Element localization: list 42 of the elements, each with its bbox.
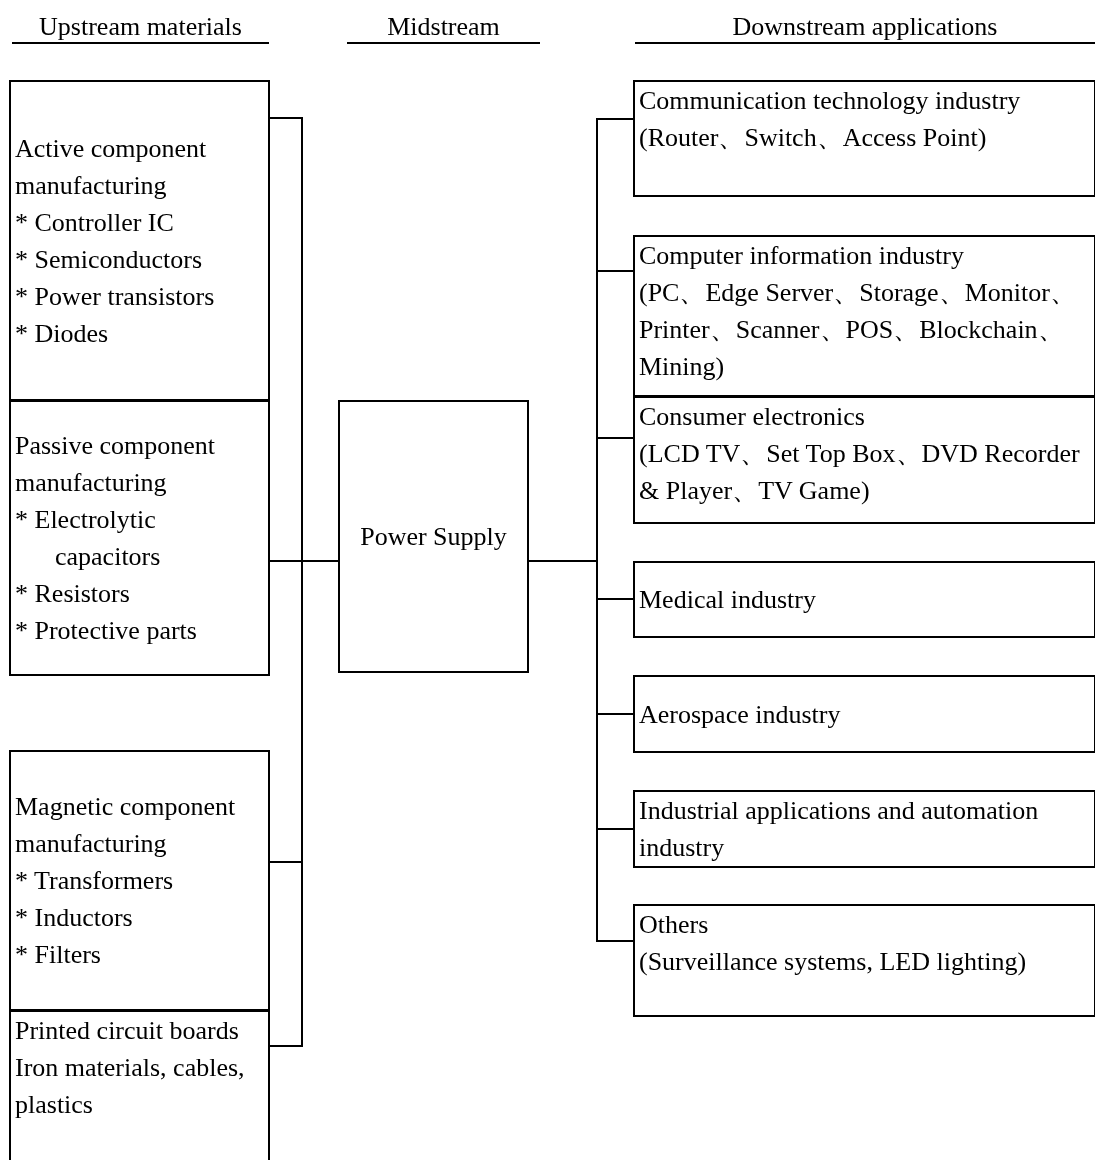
list-item: * Protective parts — [15, 615, 198, 647]
category-box — [633, 675, 1095, 753]
column-heading: Upstream materials — [12, 12, 269, 44]
box-heading: Computer information industry — [639, 240, 965, 272]
list-item: * Inductors — [15, 902, 134, 934]
category-box — [633, 561, 1095, 638]
category-box — [633, 396, 1095, 524]
box-heading: Aerospace industry — [639, 698, 842, 731]
category-box — [9, 750, 270, 1011]
category-box — [633, 235, 1095, 397]
category-box — [633, 80, 1095, 197]
list-item: * Resistors — [15, 578, 131, 610]
box-heading: Medical industry — [639, 584, 817, 616]
list-item: * Filters — [15, 939, 102, 971]
category-box — [633, 790, 1095, 868]
box-text: (Surveillance systems, LED lighting) — [639, 946, 1028, 978]
box-heading: Passive component manufacturing — [15, 430, 217, 499]
list-item: * Transformers — [15, 865, 175, 897]
list-item: * Power transistors — [15, 280, 216, 313]
process-box — [338, 400, 529, 673]
box-heading: Power Supply — [360, 521, 507, 553]
category-box — [9, 80, 270, 401]
list-item: * Controller IC — [15, 206, 175, 239]
box-heading: Magnetic component manufacturing — [15, 791, 237, 860]
column-heading: Downstream applications — [635, 12, 1095, 44]
box-text: (Router、Switch、Access Point) — [639, 122, 988, 154]
box-heading: Industrial applications and automation industry — [639, 795, 1040, 864]
box-heading: Communication technology industry — [639, 85, 1022, 117]
list-item: * Electrolytic capacitors — [15, 504, 162, 573]
list-item: * Semiconductors — [15, 243, 204, 276]
box-heading: Printed circuit boards — [15, 1015, 240, 1047]
column-heading: Midstream — [347, 12, 540, 44]
category-box — [633, 904, 1095, 1017]
box-heading: Consumer electronics — [639, 401, 866, 433]
box-text: (LCD TV、Set Top Box、DVD Recorder & Player、TV Game) — [639, 438, 1081, 507]
box-text: (PC、Edge Server、Storage、Monitor、Printer、Scanner、POS、Blockchain、Mining) — [639, 277, 1077, 383]
box-heading: Active component manufacturing — [15, 132, 208, 202]
box-heading: Others — [639, 909, 710, 941]
category-box — [9, 1010, 270, 1160]
list-item: * Diodes — [15, 317, 110, 350]
category-box — [9, 400, 270, 676]
box-text: Iron materials, cables, plastics — [15, 1052, 246, 1121]
